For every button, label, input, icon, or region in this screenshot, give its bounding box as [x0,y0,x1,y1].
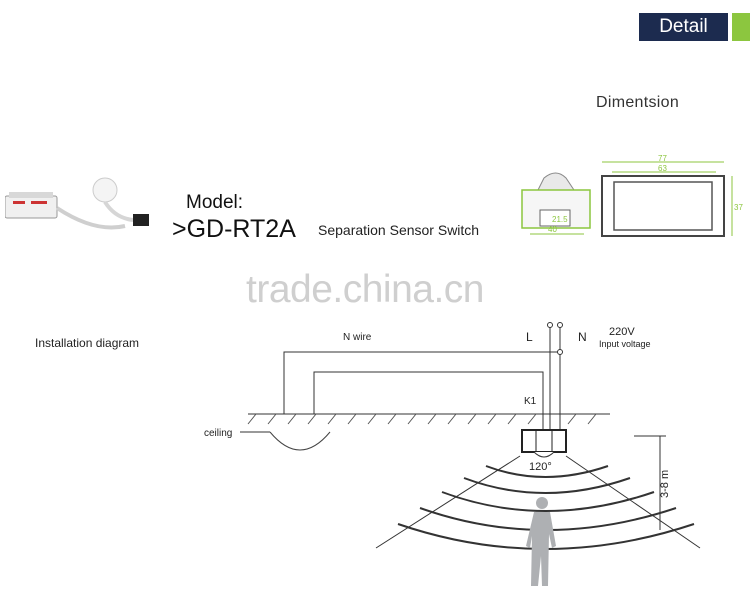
n-wire-label: N wire [343,332,372,343]
installation-title: Installation diagram [35,336,140,350]
dimension-drawing: 21.5 40 77 63 37 [521,154,743,237]
dim-label-side-b: 40 [548,225,557,234]
product-photo [5,177,149,230]
detection-zone [375,455,701,550]
ceiling-label: ceiling [204,428,232,439]
top-view-drawing [601,161,733,237]
dimension-title: Dimentsion [596,94,680,111]
person-figure-icon [526,497,556,586]
l-label: L [526,330,533,344]
dim-label-length: 77 [658,154,667,163]
product-name: Separation Sensor Switch [318,222,480,238]
model-number: >GD-RT2A [172,215,296,243]
voltage-label: 220V [609,326,635,338]
detail-accent-bar [732,13,750,41]
height-marker [634,435,666,530]
sensor-head-icon [521,429,567,458]
wire-terminals [547,322,563,355]
side-view-drawing [521,172,591,235]
n-label: N [578,330,587,344]
height-label: 3-8 m [659,470,671,498]
angle-label: 120° [529,461,552,473]
model-label: Model: [186,192,244,213]
dim-label-side-a: 21.5 [552,215,568,224]
ceiling-hatch [247,413,597,425]
watermark: trade.china.cn [246,268,485,311]
dim-label-inner: 63 [658,164,667,173]
detail-tab[interactable]: Detail [639,13,728,41]
light-fixture-icon [269,431,331,451]
dim-label-width: 37 [734,203,743,212]
voltage-caption: Input voltage [599,339,651,349]
k1-label: K1 [524,396,537,407]
